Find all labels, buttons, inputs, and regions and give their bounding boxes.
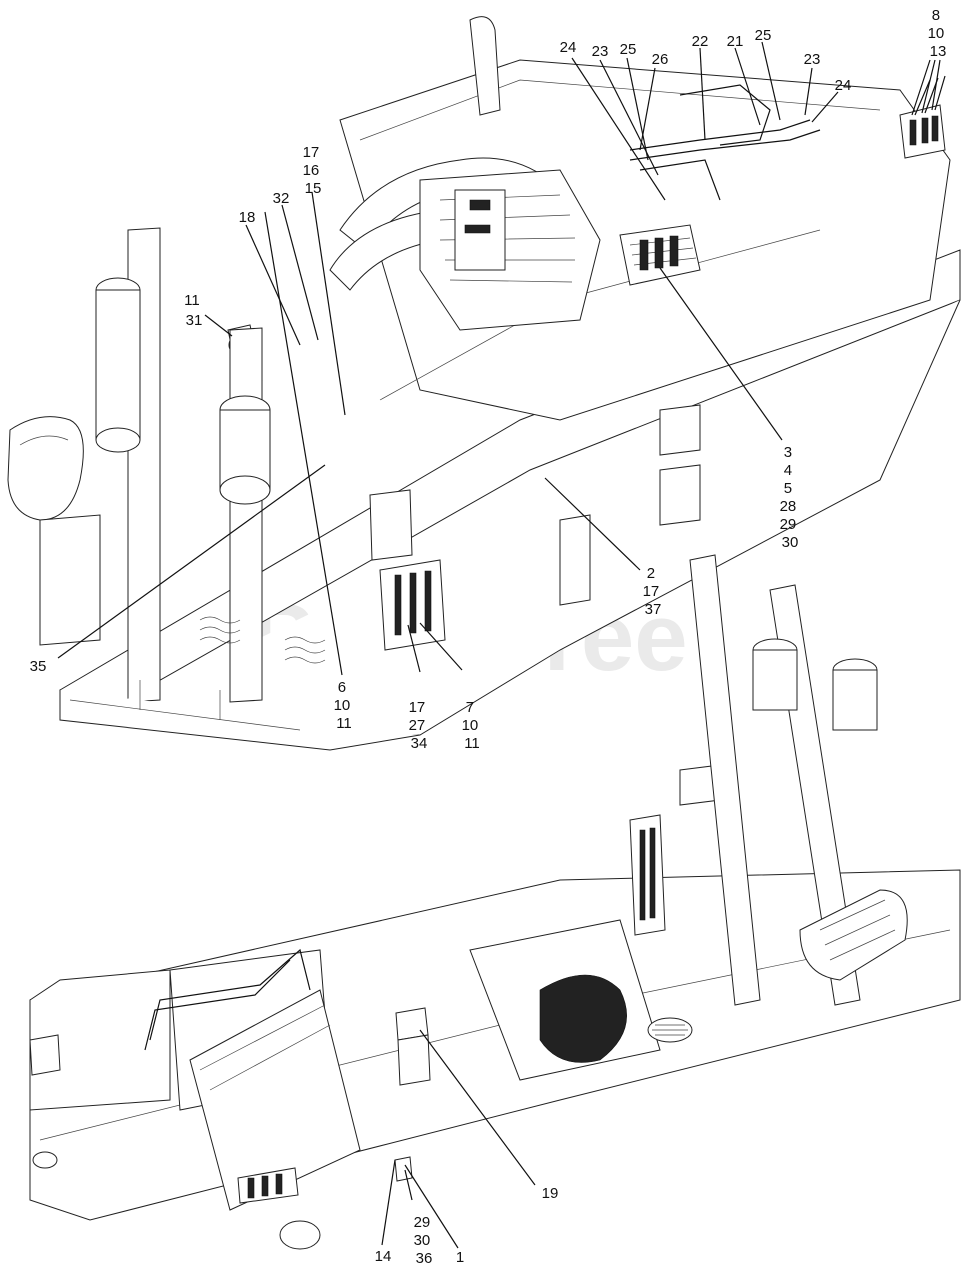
callout-21: 21 [727,33,744,50]
callout-3-4-5-28-29-30: 3 4 5 28 29 30 [780,444,801,551]
callout-24-left: 24 [560,39,577,56]
callout-25-left: 25 [620,41,637,58]
callout-35: 35 [30,658,47,675]
leader-lines [57,41,941,1249]
callout-23-right: 23 [804,51,821,68]
callout-11-31: 11 31 [184,292,204,329]
callout-7-10-11: 7 10 11 [462,699,483,752]
callout-24-right: 24 [835,77,852,94]
lower-assembly [29,554,961,1250]
callout-32: 32 [273,190,290,207]
callout-14: 14 [375,1248,392,1265]
callout-26: 26 [652,51,669,68]
callout-19: 19 [542,1185,559,1202]
callout-22: 22 [692,33,709,50]
callout-18: 18 [239,209,256,226]
callout-23-left: 23 [592,43,609,60]
callout-labels: 8 10 13 24 23 25 26 22 21 25 23 24 17 16… [30,7,949,1267]
callout-8-10-13: 8 10 13 [928,7,949,60]
callout-2-17-37: 2 17 37 [643,565,664,618]
callout-6-10-11: 6 10 11 [334,679,355,732]
callout-1: 1 [456,1249,464,1266]
callout-25-right: 25 [755,27,772,44]
callout-17-16-15: 17 16 15 [303,144,324,197]
callout-29-30-36: 29 30 36 [414,1214,435,1267]
callout-17-27-34: 17 27 34 [409,699,430,752]
upper-assembly [7,16,961,751]
